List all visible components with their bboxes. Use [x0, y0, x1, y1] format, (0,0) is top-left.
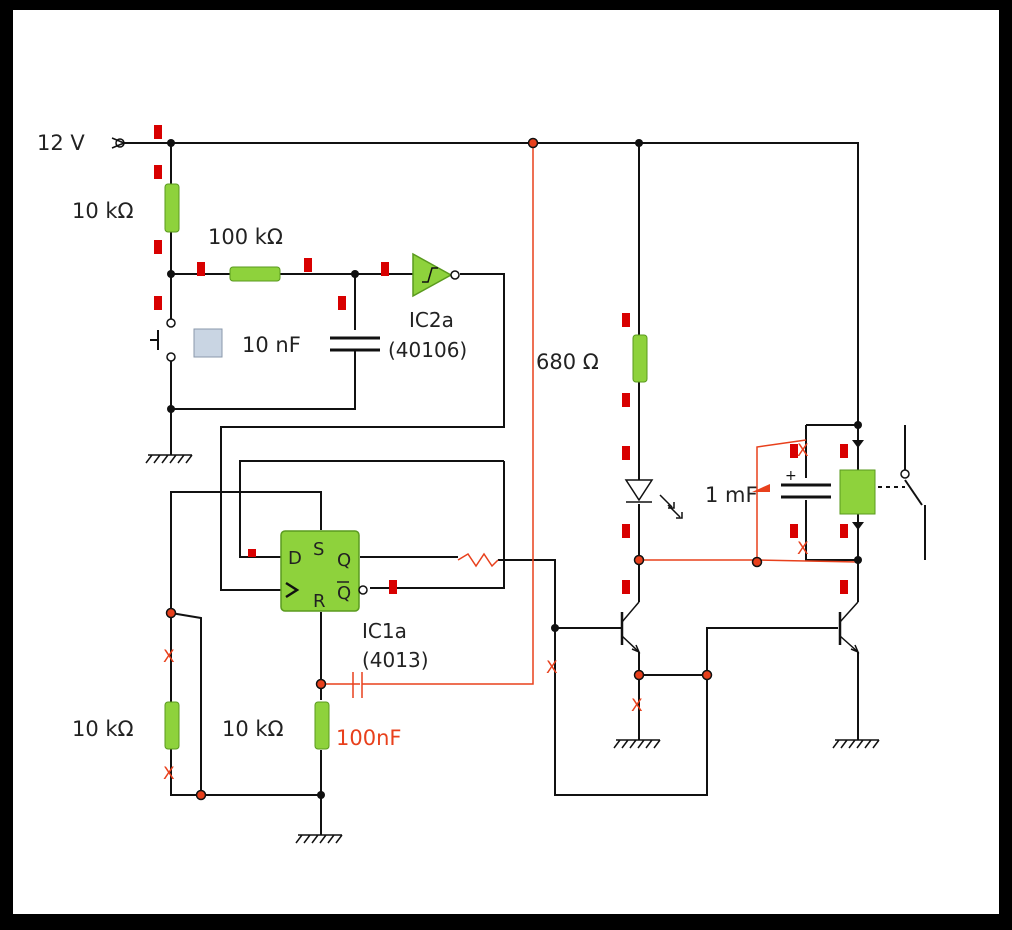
junctions	[167, 139, 862, 799]
capacitor-added-label: 100nF	[336, 726, 401, 750]
capacitor-relay	[781, 483, 831, 499]
push-button	[150, 318, 176, 362]
svg-text:X: X	[797, 539, 809, 559]
resistor-led	[632, 334, 648, 383]
edit-arrow-icon	[752, 484, 770, 492]
relay-coil	[839, 469, 876, 515]
schmitt-inverter	[412, 252, 460, 298]
svg-text:X: X	[163, 647, 175, 667]
supply-label: 12 V	[37, 131, 85, 155]
capacitor-added	[352, 672, 393, 698]
led	[624, 479, 683, 519]
button-toggle-box[interactable]	[193, 328, 223, 358]
resistor-filter	[229, 266, 281, 282]
edit-wires	[321, 143, 859, 685]
pin-s-label: S	[313, 539, 324, 560]
relay-contact	[900, 469, 910, 479]
flip-flop-part-label: (4013)	[362, 648, 429, 672]
svg-text:X: X	[797, 441, 809, 461]
svg-text:X: X	[163, 764, 175, 784]
resistor-reset-label: 10 kΩ	[222, 717, 284, 741]
schmitt-name-label: IC2a	[409, 308, 454, 332]
resistor-top	[164, 183, 180, 233]
svg-text:X: X	[546, 658, 558, 678]
capacitor-relay-label: 1 mF	[705, 483, 758, 507]
wires	[124, 142, 926, 835]
capacitor-filter-label: 10 nF	[242, 333, 301, 357]
probe-markers	[154, 125, 848, 594]
pin-r-label: R	[313, 591, 326, 612]
cross-marks: X X X X X X	[163, 441, 809, 784]
pin-qbar-label: Q	[337, 583, 351, 604]
capacitor-filter	[330, 336, 380, 352]
resistor-reset	[314, 701, 330, 750]
transistor-left	[620, 601, 641, 654]
transistor-right	[838, 601, 860, 654]
schmitt-part-label: (40106)	[388, 338, 467, 362]
resistor-left-label: 10 kΩ	[72, 717, 134, 741]
clock-input-icon	[285, 581, 300, 599]
resistor-filter-label: 100 kΩ	[208, 225, 283, 249]
ground-symbols	[145, 454, 880, 844]
resistor-top-label: 10 kΩ	[72, 199, 134, 223]
resistor-led-label: 680 Ω	[536, 350, 599, 374]
edit-junctions	[165, 137, 763, 801]
svg-text:+: +	[785, 468, 797, 484]
pin-q-label: Q	[337, 550, 351, 571]
svg-text:X: X	[631, 696, 643, 716]
flip-flop-body	[280, 530, 360, 612]
flip-flop-name-label: IC1a	[362, 619, 407, 643]
pin-d-label: D	[288, 548, 302, 569]
resistor-left	[164, 701, 180, 750]
schematic-area	[13, 10, 999, 914]
